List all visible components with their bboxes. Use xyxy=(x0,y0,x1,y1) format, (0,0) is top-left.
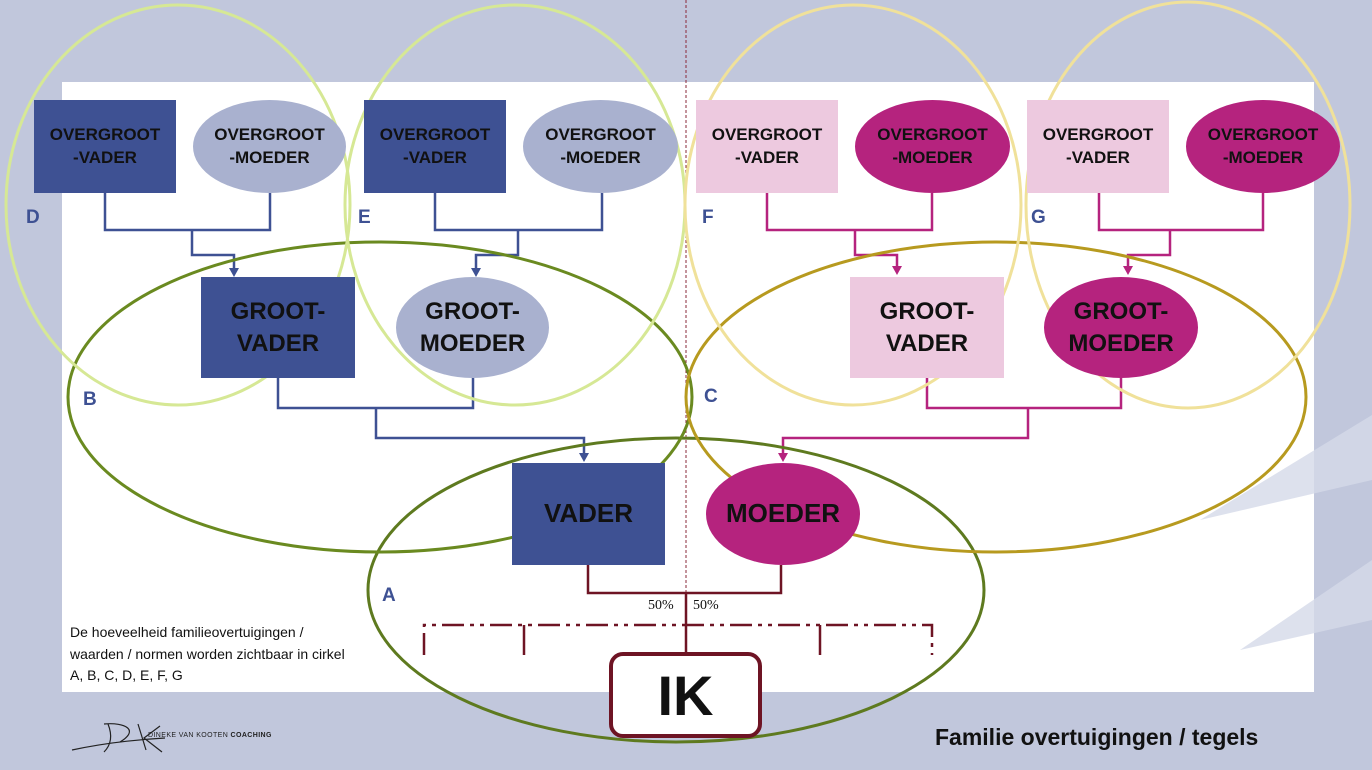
circle-label-b: B xyxy=(83,389,97,410)
circle-label-g: G xyxy=(1031,207,1046,228)
self-box: IK xyxy=(609,652,762,738)
great-grandfather-g: OVERGROOT -VADER xyxy=(1027,100,1169,193)
maternal-grandfather: GROOT- VADER xyxy=(850,277,1004,378)
circle-label-c: C xyxy=(704,386,718,407)
great-grandmother-e: OVERGROOT -MOEDER xyxy=(523,100,678,193)
percent-father: 50% xyxy=(648,598,674,613)
logo-text: DINEKE VAN KOOTEN COACHING xyxy=(148,732,272,739)
great-grandfather-f: OVERGROOT -VADER xyxy=(696,100,838,193)
slide-title: Familie overtuigingen / tegels xyxy=(935,724,1259,750)
circle-label-d: D xyxy=(26,207,40,228)
circle-label-a: A xyxy=(382,585,396,606)
great-grandmother-f: OVERGROOT -MOEDER xyxy=(855,100,1010,193)
caption-text: De hoeveelheid familieovertuigingen / wa… xyxy=(70,624,345,684)
maternal-grandmother: GROOT- MOEDER xyxy=(1044,277,1198,378)
great-grandmother-g: OVERGROOT -MOEDER xyxy=(1186,100,1340,193)
great-grandmother-d: OVERGROOT -MOEDER xyxy=(193,100,346,193)
circle-label-f: F xyxy=(702,207,714,228)
great-grandfather-e: OVERGROOT -VADER xyxy=(364,100,506,193)
paternal-grandfather: GROOT- VADER xyxy=(201,277,355,378)
circle-label-e: E xyxy=(358,207,371,228)
father: VADER xyxy=(512,463,665,565)
percent-mother: 50% xyxy=(693,598,719,613)
mother: MOEDER xyxy=(706,463,860,565)
great-grandfather-d: OVERGROOT -VADER xyxy=(34,100,176,193)
paternal-grandmother: GROOT- MOEDER xyxy=(396,277,549,378)
